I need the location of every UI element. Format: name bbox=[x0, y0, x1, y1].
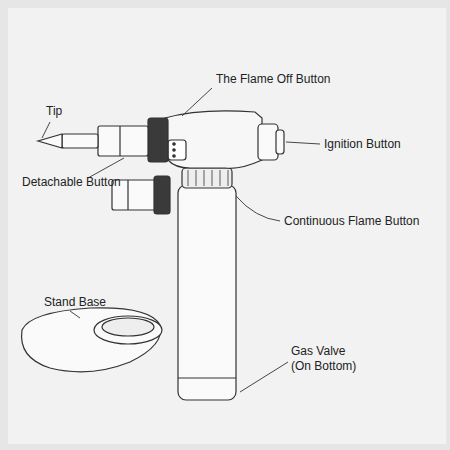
part-label: Detachable Button bbox=[22, 175, 121, 190]
part-label: Ignition Button bbox=[324, 137, 401, 152]
part-label: Gas Valve (On Bottom) bbox=[291, 344, 365, 374]
part-label: Continuous Flame Button bbox=[284, 214, 419, 229]
part-label: Tip bbox=[46, 104, 62, 119]
part-label: Stand Base bbox=[44, 295, 106, 310]
part-label: The Flame Off Button bbox=[216, 72, 331, 87]
